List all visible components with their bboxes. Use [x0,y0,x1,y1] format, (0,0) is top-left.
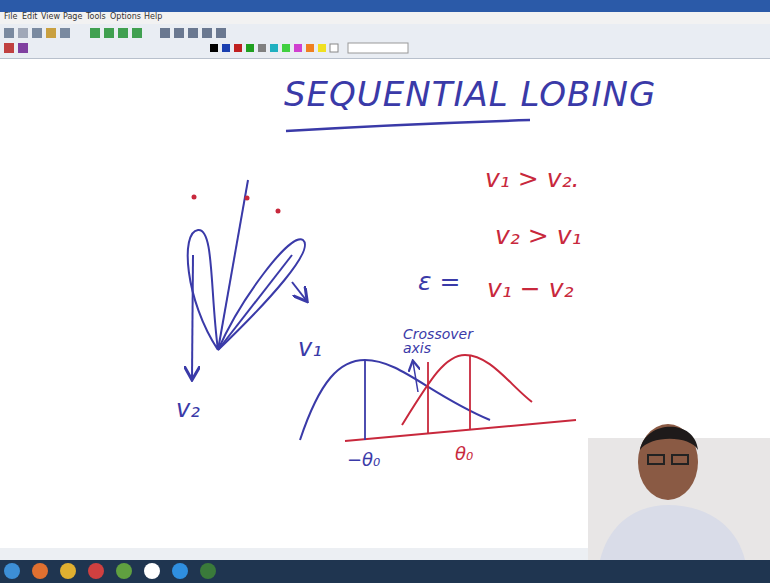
presenter-video [588,424,770,560]
condition-note: v₂ > v₁ [495,222,581,250]
left-beam-curve [300,360,490,440]
crossover-line [427,362,429,434]
error-equation: ε = [418,268,460,296]
angle-label: θ₀ [455,444,473,464]
menu-bar [0,12,770,24]
menu-item: Tools [86,13,106,22]
error-equation: v₁ − v₂ [487,275,573,303]
toolbar-icons [4,28,408,53]
status-bar [0,548,588,560]
title-underline [286,120,530,131]
menu-item: View [41,13,60,22]
right-peak-line [469,356,471,430]
menu-item: Edit [22,13,38,22]
beam-label: v₁ [298,335,322,361]
right-beam-curve [402,355,532,425]
menu-item: File [4,13,17,22]
handwritten-title: SEQUENTIAL LOBING [284,76,656,113]
target-dots [192,195,281,214]
taskbar [0,560,770,583]
toolbar [0,24,770,58]
title-bar [0,0,770,12]
axis-label: Crossover axis [403,327,471,355]
menu-item: Page [63,13,82,22]
taskbar-icons [4,563,216,579]
menu-item: Options [110,13,141,22]
beam-label: v₂ [176,396,200,422]
left-peak-line [364,360,366,440]
condition-note: v₁ > v₂. [485,165,579,193]
angle-axis [345,420,576,441]
menu-item: Help [144,13,162,22]
antenna-lobes [188,180,306,378]
crossover-arrow [413,362,418,392]
angle-label: −θ₀ [347,450,380,470]
